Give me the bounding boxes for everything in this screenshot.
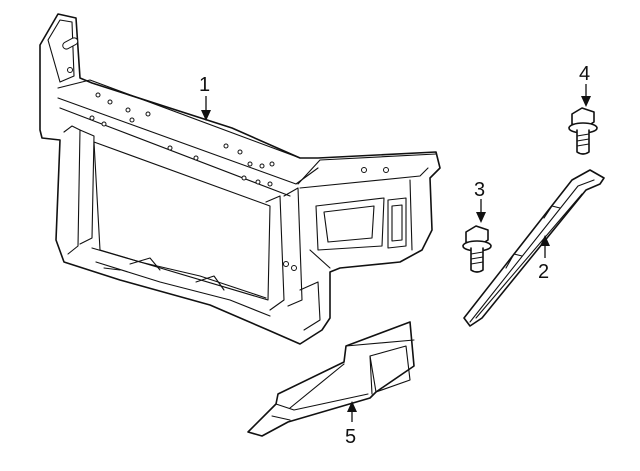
bolt-hole bbox=[291, 265, 297, 271]
bolt-part-4 bbox=[568, 107, 598, 155]
callout-number-4: 4 bbox=[579, 63, 590, 85]
callout-3: 3 bbox=[474, 179, 486, 223]
bolt-hole bbox=[361, 167, 367, 173]
radiator-support-part bbox=[39, 13, 441, 345]
callout-1: 1 bbox=[199, 74, 211, 121]
callout-4: 4 bbox=[579, 63, 591, 107]
callout-number-5: 5 bbox=[345, 426, 356, 448]
bolt-hole bbox=[383, 167, 389, 173]
support-bracket-part bbox=[463, 169, 605, 327]
deflector-part bbox=[247, 321, 415, 437]
bolt-hole bbox=[283, 261, 289, 267]
callout-number-1: 1 bbox=[199, 74, 210, 96]
bolt-part-3 bbox=[462, 225, 492, 273]
slot-hole bbox=[62, 37, 79, 50]
callout-2: 2 bbox=[538, 235, 550, 283]
callout-number-3: 3 bbox=[474, 179, 485, 201]
callout-5: 5 bbox=[345, 401, 357, 448]
callout-number-2: 2 bbox=[538, 261, 549, 283]
bolt-hole bbox=[67, 67, 73, 73]
top-rail-holes bbox=[89, 92, 275, 187]
